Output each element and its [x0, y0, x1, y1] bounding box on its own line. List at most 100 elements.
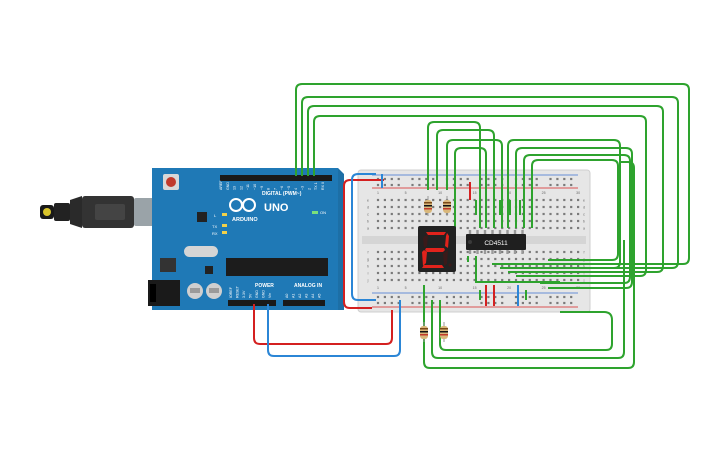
column-number-10-bottom: 10 — [438, 286, 442, 290]
digital-pin-label-5: ~10 — [253, 184, 257, 190]
analog-pin-label-5: A5 — [318, 294, 322, 298]
wire-green-2 — [301, 96, 679, 269]
digital-pin-label-15: RX 0 — [321, 182, 325, 190]
row-letter-e-left: e — [367, 198, 369, 202]
power-pin-label-5: GND — [262, 290, 266, 298]
led-tx — [222, 224, 227, 227]
column-number-5-top: 5 — [405, 191, 407, 195]
digital-header-label: DIGITAL (PWM~) — [262, 191, 302, 197]
row-letter-b-right: b — [583, 219, 585, 223]
led-label-tx: TX — [212, 224, 217, 229]
wire-green-16 — [423, 161, 635, 369]
resistors[interactable] — [420, 196, 451, 342]
wire-green-11 — [523, 154, 631, 284]
green-wires[interactable] — [295, 83, 690, 369]
row-letter-g-left: g — [367, 257, 369, 261]
segment-g — [425, 248, 445, 252]
digital-pin-label-0: AREF — [219, 180, 223, 190]
digital-pin-label-7: 8 — [267, 188, 271, 190]
digital-pin-label-2: 13 — [233, 186, 237, 190]
power-wires[interactable] — [253, 173, 519, 357]
analog-pin-label-0: A0 — [285, 294, 289, 298]
segment-d — [422, 265, 444, 268]
digital-pin-label-14: TX 1 — [314, 182, 318, 190]
wire-5v-red — [253, 304, 393, 345]
wire-gnd-blue — [267, 300, 401, 357]
analog-pin-label-3: A3 — [305, 294, 309, 298]
column-number-25-top: 25 — [542, 191, 546, 195]
cd4511-chip[interactable]: CD4511 — [466, 230, 526, 254]
analog-pin-label-2: A2 — [298, 294, 302, 298]
segment-a — [426, 232, 446, 235]
row-letter-h-left: h — [367, 264, 369, 268]
analog-header[interactable] — [283, 300, 325, 306]
power-header[interactable] — [228, 300, 276, 306]
row-letter-j-left: j — [367, 278, 369, 282]
resistor-4 — [440, 322, 448, 342]
seven-segment-display[interactable] — [418, 226, 456, 272]
seven-segment-digit — [422, 232, 449, 268]
segment-c — [443, 250, 448, 266]
row-letter-f-left: f — [368, 250, 369, 254]
wire-green-17 — [431, 240, 625, 359]
segment-f — [423, 235, 428, 248]
wire-rail-blue-left — [351, 173, 376, 301]
column-number-1-top: 1 — [377, 191, 379, 195]
wire-green-8 — [454, 147, 487, 230]
on-label: ON — [320, 210, 326, 215]
column-number-20-top: 20 — [507, 191, 511, 195]
row-letter-i-right: i — [584, 271, 585, 275]
segment-e — [422, 250, 427, 266]
row-letter-j-right: j — [583, 278, 585, 282]
crystal-oscillator — [184, 246, 218, 257]
power-pin-label-2: 3.3V — [242, 290, 246, 298]
wire-green-5 — [427, 121, 481, 228]
row-letter-c-right: c — [583, 212, 585, 216]
column-number-30-top: 30 — [576, 191, 580, 195]
resistor-3 — [420, 322, 428, 342]
led-rx — [222, 231, 227, 234]
wire-green-7 — [446, 139, 503, 228]
analog-pin-label-4: A4 — [311, 294, 315, 298]
row-letter-d-right: d — [583, 205, 585, 209]
digital-pin-label-9: ~6 — [280, 186, 284, 190]
digital-header[interactable] — [220, 175, 332, 181]
board-model: UNO — [264, 202, 289, 214]
row-letter-b-left: b — [367, 219, 369, 223]
column-number-10-top: 10 — [438, 191, 442, 195]
row-letter-i-left: i — [368, 271, 369, 275]
digital-pin-label-4: ~11 — [246, 184, 250, 190]
power-pin-label-6: Vin — [268, 293, 272, 298]
resistor-1 — [424, 196, 432, 216]
ic-label: CD4511 — [484, 240, 508, 247]
led-label-l: L — [214, 213, 217, 218]
row-letter-h-right: h — [583, 264, 585, 268]
ic-pins — [468, 230, 524, 254]
wire-green-13 — [475, 256, 560, 283]
column-number-15-top: 15 — [473, 191, 477, 195]
digital-pin-label-13: 2 — [307, 188, 311, 190]
row-letter-d-left: d — [367, 205, 369, 209]
power-pin-label-0: IOREF — [229, 286, 233, 298]
wire-green-1 — [295, 83, 690, 265]
digital-pin-label-3: 12 — [239, 186, 243, 190]
resistor-2 — [443, 196, 451, 216]
wire-green-3 — [307, 105, 664, 273]
analog-header-label: ANALOG IN — [294, 283, 322, 289]
wire-green-12 — [531, 159, 619, 261]
row-letter-a-left: a — [367, 226, 369, 230]
digital-pin-label-8: 7 — [273, 188, 277, 190]
row-letter-f-right: f — [584, 250, 585, 254]
power-pin-label-1: RESET — [236, 285, 240, 298]
row-letter-e-right: e — [583, 198, 585, 202]
digital-pin-label-11: 4 — [294, 188, 298, 190]
digital-pin-label-12: ~3 — [301, 186, 305, 190]
wire-green-18 — [439, 300, 613, 351]
arduino-logo-text: ARDUINO — [232, 217, 258, 223]
column-number-5-bottom: 5 — [405, 286, 407, 290]
